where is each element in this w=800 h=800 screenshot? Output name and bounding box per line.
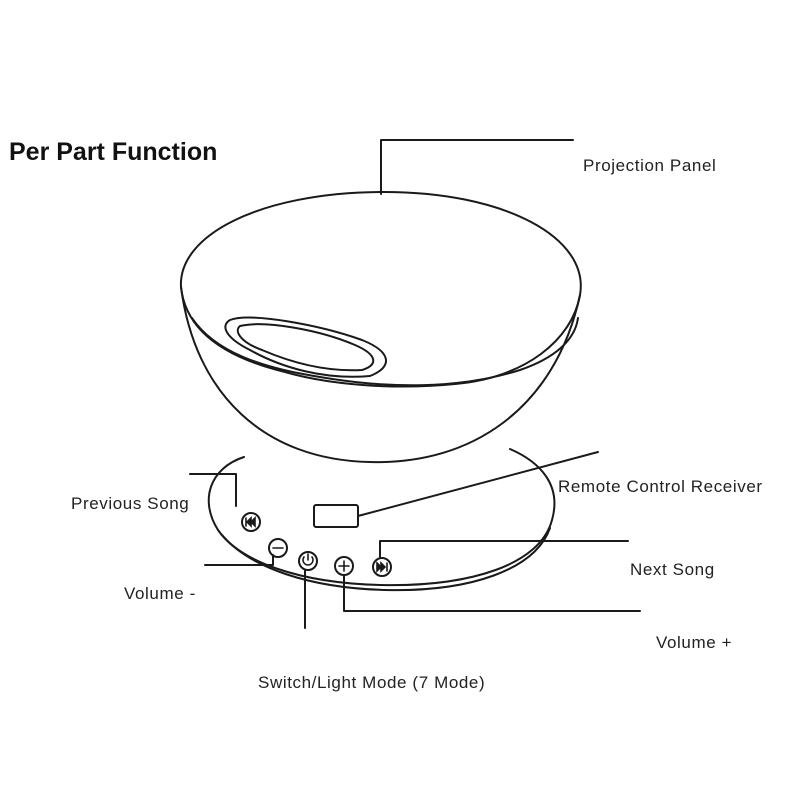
next-button	[372, 557, 392, 577]
lid-lower-edge	[191, 317, 579, 387]
lid-window	[224, 316, 387, 378]
label-volume-minus: Volume -	[124, 584, 196, 603]
leader-previous-song	[189, 473, 237, 507]
label-switch-light-mode: Switch/Light Mode (7 Mode)	[258, 673, 486, 692]
previous-track-icon	[245, 516, 256, 528]
volume-minus-button	[268, 538, 288, 558]
label-previous-song: Previous Song	[71, 494, 190, 513]
label-next-song: Next Song	[630, 560, 715, 579]
remote-receiver-window	[313, 504, 359, 528]
plus-icon	[338, 560, 350, 572]
power-button	[298, 551, 318, 571]
next-track-icon	[376, 561, 388, 573]
diagram-title: Per Part Function	[9, 138, 218, 166]
label-projection-panel: Projection Panel	[583, 156, 717, 175]
leader-projection-panel	[380, 139, 574, 195]
base-disc-rim	[221, 527, 551, 592]
base-disc	[207, 448, 556, 587]
bowl-body	[180, 286, 581, 464]
leader-remote-receiver	[357, 451, 599, 517]
label-volume-plus: Volume +	[656, 633, 733, 652]
leader-volume-minus	[204, 554, 274, 566]
previous-button	[241, 512, 261, 532]
leader-next-song	[379, 540, 629, 558]
label-remote-receiver: Remote Control Receiver	[558, 477, 763, 496]
leader-volume-plus	[343, 574, 641, 612]
power-icon	[302, 553, 314, 566]
lid-window-inner	[236, 323, 375, 372]
projection-panel	[179, 190, 582, 388]
